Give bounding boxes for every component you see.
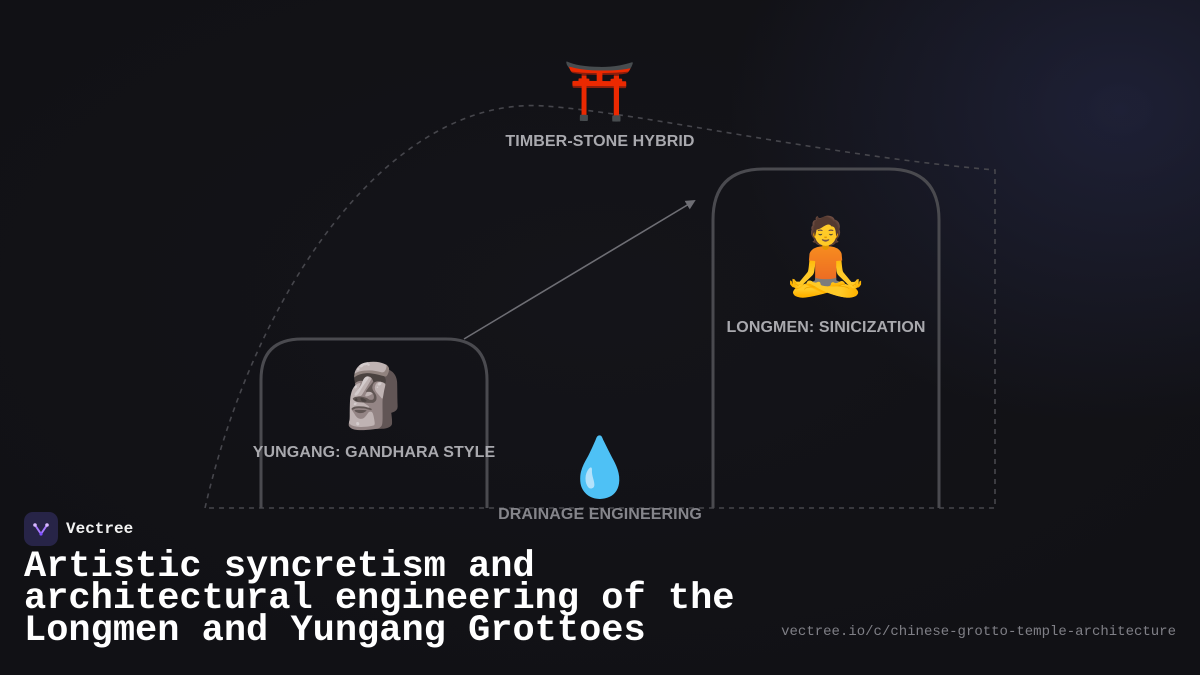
page-title: Artistic syncretism and architectural en… <box>24 546 735 652</box>
source-url: vectree.io/c/chinese-grotto-temple-archi… <box>781 624 1176 640</box>
longmen-arch-niche <box>711 167 941 508</box>
evolution-arrow <box>463 199 696 340</box>
node-label-drainage: DRAINAGE ENGINEERING <box>498 506 702 523</box>
node-label-timber-stone: TIMBER-STONE HYBRID <box>505 133 695 150</box>
node-label-longmen: LONGMEN: SINICIZATION <box>726 319 926 336</box>
brand-name: Vectree <box>66 520 134 538</box>
node-label-yungang: YUNGANG: GANDHARA STYLE <box>252 444 496 461</box>
moai-statue-icon: 🗿 <box>335 359 413 432</box>
torii-gate-icon: ⛩️ <box>563 57 637 125</box>
vectree-logo-icon <box>24 512 58 546</box>
yungang-arch-niche <box>259 337 489 508</box>
dashed-cave-outline <box>204 104 996 509</box>
water-droplet-icon: 💧 <box>563 433 637 501</box>
meditating-person-icon: 🧘 <box>779 214 873 300</box>
brand: Vectree <box>24 512 133 546</box>
